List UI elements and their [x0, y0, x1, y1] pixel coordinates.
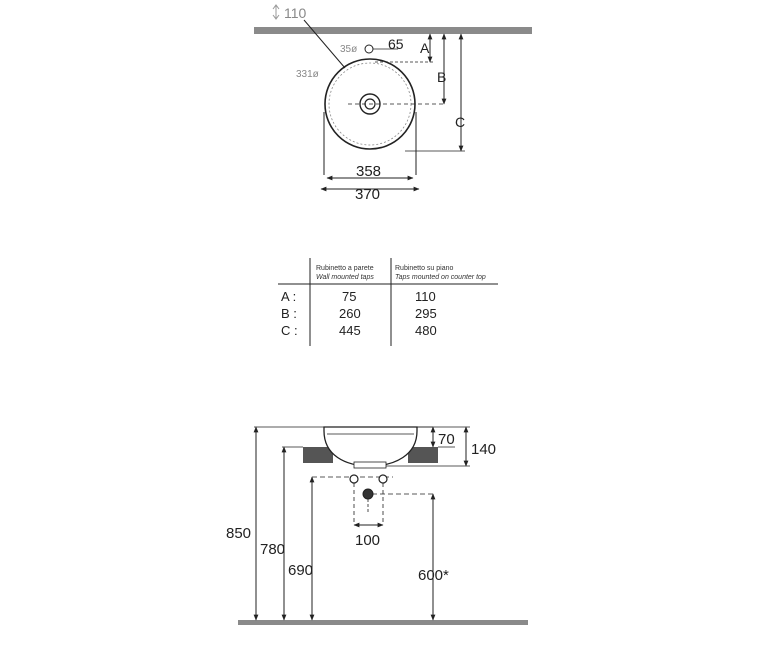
top-110-label: 110 [284, 5, 307, 21]
row-c-wall: 445 [339, 323, 361, 338]
col1-subheader: Wall mounted taps [316, 274, 374, 281]
leader-line [303, 19, 346, 69]
wall-bar [254, 27, 532, 34]
row-c-label: C : [281, 323, 298, 338]
row-a-wall: 75 [342, 289, 356, 304]
dim-600-label: 600* [418, 567, 449, 584]
tap-connector-left [349, 474, 359, 484]
tap-connector-right [378, 474, 388, 484]
dim-780-label: 780 [260, 541, 285, 558]
dim-a-label: A [420, 40, 430, 56]
diameter-label: 331ø [296, 69, 319, 80]
col2-subheader: Taps mounted on counter top [395, 274, 486, 281]
basin-profile [323, 426, 418, 467]
dim-b-label: B [437, 69, 446, 85]
dim-70-label: 70 [438, 431, 455, 448]
col1-header: Rubinetto a parete [316, 265, 374, 272]
side-view: 70 140 850 780 690 100 600* [226, 426, 528, 625]
floor-bar [238, 620, 528, 625]
basin-foot [353, 461, 387, 469]
dimension-table: Rubinetto a parete Wall mounted taps Rub… [278, 258, 498, 346]
dim-850-label: 850 [226, 525, 251, 542]
col2-header: Rubinetto su piano [395, 265, 453, 272]
row-a-counter: 110 [415, 289, 436, 304]
counter-left [303, 447, 333, 463]
width-358-label: 358 [356, 163, 381, 180]
dim-690-label: 690 [288, 562, 313, 579]
row-b-label: B : [281, 306, 297, 321]
double-arrow-icon [272, 4, 280, 20]
hole-size-label: 35ø [340, 44, 357, 55]
tap-hole [364, 44, 374, 54]
width-370-label: 370 [355, 186, 380, 203]
offset-65-label: 65 [388, 36, 404, 52]
counter-right [408, 447, 438, 463]
dim-140-label: 140 [471, 441, 496, 458]
dim-100-label: 100 [355, 532, 380, 549]
row-b-counter: 295 [415, 306, 437, 321]
row-c-counter: 480 [415, 323, 437, 338]
row-a-label: A : [281, 289, 296, 304]
top-view: 110 35ø 331ø 65 A B C 358 370 [254, 4, 532, 203]
drain-outlet [362, 488, 374, 500]
row-b-wall: 260 [339, 306, 361, 321]
dim-c-label: C [455, 114, 465, 130]
